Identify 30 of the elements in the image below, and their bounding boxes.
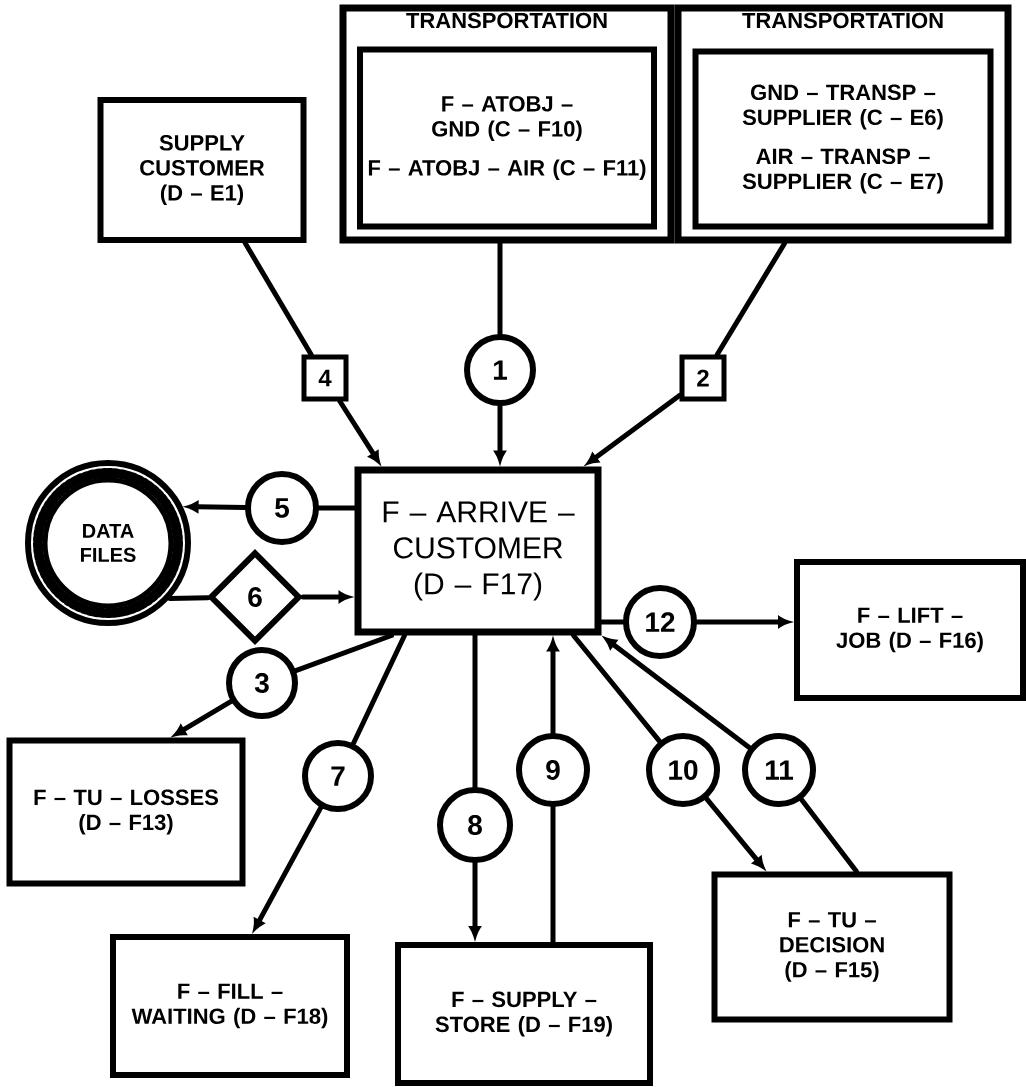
connector-line xyxy=(571,633,663,744)
process-box: GND – TRANSP – SUPPLIER (C – E6) AIR – TRANSP – SUPPLIER (C – E7) xyxy=(692,48,994,230)
process-box: F – TU – DECISION (D – F15) xyxy=(711,871,953,1023)
process-box: F – TU – LOSSES (D – F13) xyxy=(6,737,246,887)
process-box: F – LIFT – JOB (D – F16) xyxy=(794,559,1026,701)
connector-line xyxy=(798,796,859,874)
process-box: F – FILL – WAITING (D – F18) xyxy=(110,934,350,1078)
connector-line xyxy=(714,241,787,357)
arrow xyxy=(300,591,351,603)
arrow xyxy=(337,399,381,464)
connector-line xyxy=(472,633,478,790)
connector-line xyxy=(350,633,407,746)
process-box: F – ARRIVE – CUSTOMER (D – F17) xyxy=(354,466,602,636)
arrow xyxy=(586,392,682,465)
arrow xyxy=(547,639,559,736)
process-box: F – SUPPLY – STORE (D – F19) xyxy=(395,942,653,1086)
number-square: 4 xyxy=(301,354,349,402)
process-box: SUPPLY CUSTOMER (D – E1) xyxy=(97,97,307,243)
arrow xyxy=(173,698,234,737)
connector-line xyxy=(599,619,626,625)
connector-line xyxy=(242,240,314,357)
arrow xyxy=(494,403,506,463)
connector-line xyxy=(167,595,211,602)
connector-line xyxy=(550,804,556,945)
process-box: F – ATOBJ – GND (C – F10) F – ATOBJ – AIR (C – F11) xyxy=(357,46,657,230)
connector-line xyxy=(497,241,503,337)
number-square: 2 xyxy=(679,354,727,402)
connector-line xyxy=(293,633,394,674)
arrow xyxy=(604,637,752,751)
connector-line xyxy=(316,505,357,511)
